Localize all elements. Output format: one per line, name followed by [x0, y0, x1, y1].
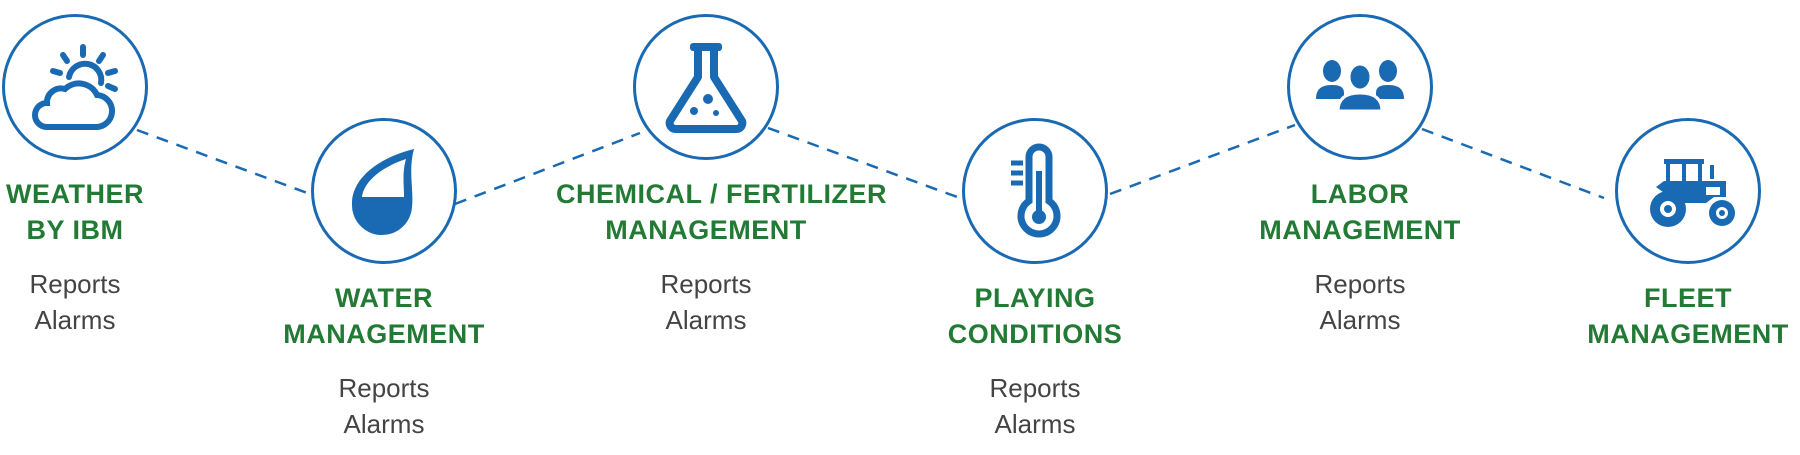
node-fleet[interactable]: FLEET MANAGEMENT	[1538, 118, 1800, 352]
reports-link[interactable]: Reports	[989, 373, 1081, 403]
fleet-circle	[1615, 118, 1761, 264]
alarms-link[interactable]: Alarms	[1319, 305, 1401, 335]
alarms-link[interactable]: Alarms	[343, 409, 425, 439]
node-title: WATER	[335, 283, 433, 313]
reports-link[interactable]: Reports	[29, 269, 121, 299]
connector-line	[136, 128, 311, 196]
connector-line	[767, 126, 961, 200]
chemical-circle	[633, 14, 779, 160]
reports-link[interactable]: Reports	[338, 373, 430, 403]
node-title: MANAGEMENT	[605, 215, 807, 245]
node-title: LABOR	[1310, 179, 1410, 209]
node-title: FLEET	[1644, 283, 1732, 313]
connector-line	[1109, 123, 1296, 196]
node-title: CONDITIONS	[947, 319, 1123, 349]
node-title: WEATHER	[6, 179, 144, 209]
reports-link[interactable]: Reports	[660, 269, 752, 299]
water-circle	[311, 118, 457, 264]
weather-cloud-sun-icon	[32, 44, 118, 131]
node-title: CHEMICAL / FERTILIZER	[556, 179, 887, 209]
thermometer-icon	[1011, 143, 1061, 238]
node-title: MANAGEMENT	[283, 319, 485, 349]
node-title: PLAYING	[974, 283, 1096, 313]
labor-circle	[1287, 14, 1433, 160]
node-title: MANAGEMENT	[1587, 319, 1789, 349]
connector-line	[1421, 127, 1605, 200]
reports-link[interactable]: Reports	[1314, 269, 1406, 299]
node-title: MANAGEMENT	[1259, 215, 1461, 245]
alarms-link[interactable]: Alarms	[994, 409, 1076, 439]
tractor-icon	[1650, 159, 1735, 227]
chemical-flask-icon	[665, 43, 747, 133]
water-drop-icon	[351, 149, 414, 236]
playing-conditions-circle	[962, 118, 1108, 264]
node-title: BY IBM	[26, 215, 124, 245]
alarms-link[interactable]: Alarms	[34, 305, 116, 335]
alarms-link[interactable]: Alarms	[665, 305, 747, 335]
people-group-icon	[1316, 60, 1404, 113]
weather-circle	[2, 14, 148, 160]
